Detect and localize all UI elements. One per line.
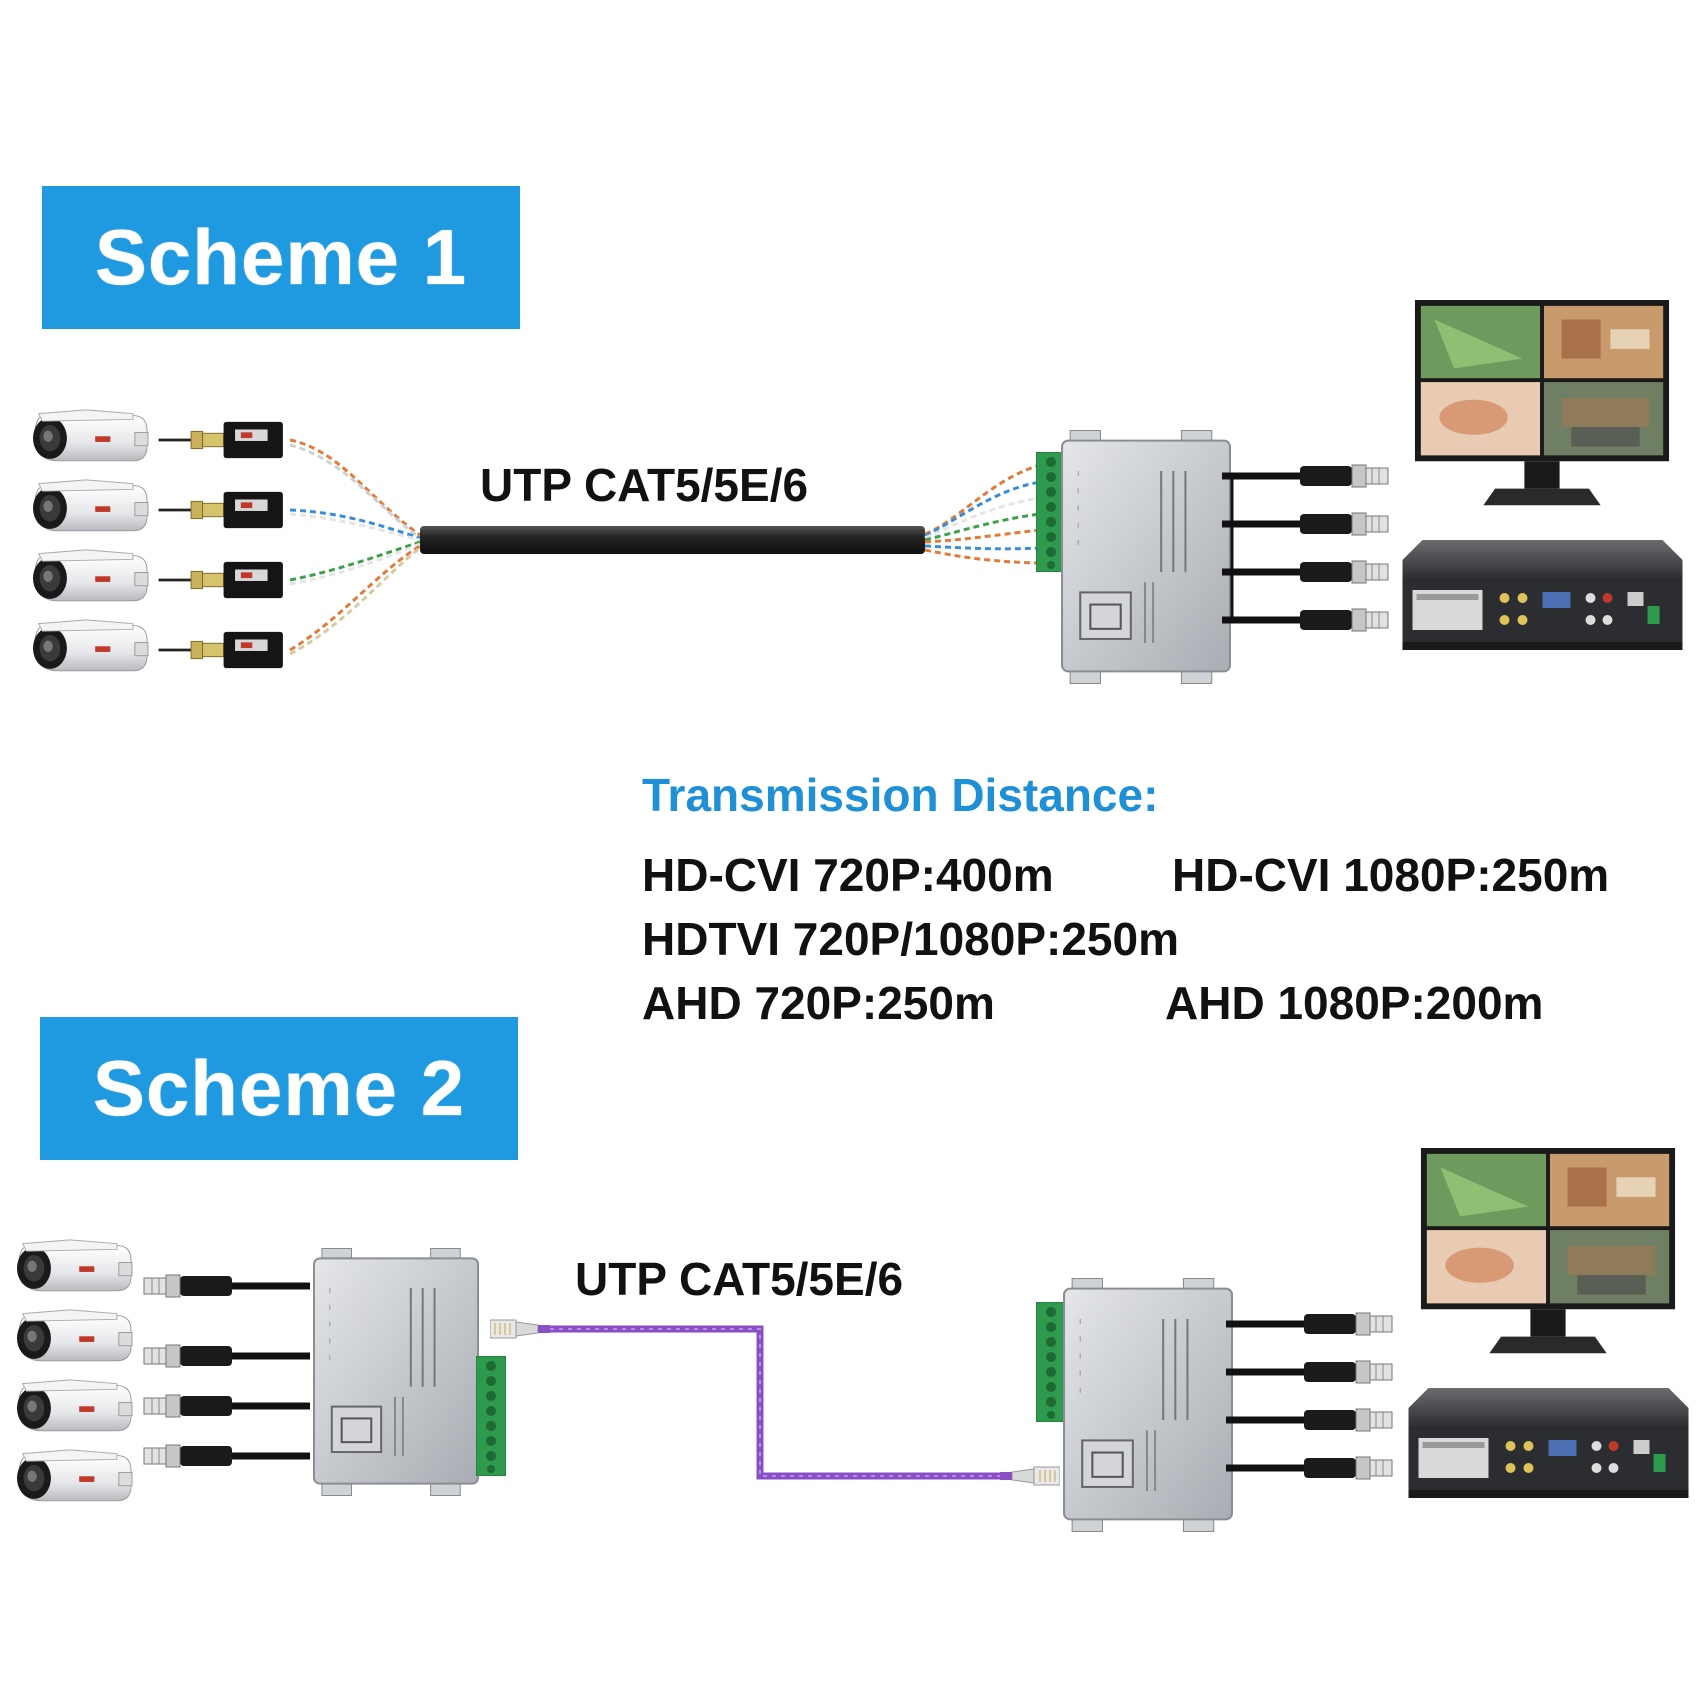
balun-icon (158, 420, 285, 460)
hub-icon (1060, 429, 1232, 685)
distance-line: HD-CVI 720P:400m (642, 849, 1054, 901)
terminal-block-icon (1036, 1302, 1066, 1422)
bullet-camera-icon (16, 1449, 133, 1502)
scheme-1-banner: Scheme 1 (42, 186, 520, 329)
rj45-plug-icon (490, 1319, 550, 1339)
scheme-2-banner: Scheme 2 (40, 1017, 518, 1160)
bnc-connector-icon (1226, 1361, 1392, 1383)
twisted-pairs-right (924, 463, 1041, 565)
distance-line: AHD 720P:250m (642, 977, 995, 1029)
dvr-icon (1402, 540, 1683, 650)
rj45-plug-icon (1000, 1466, 1060, 1486)
dvr-icon (1408, 1388, 1689, 1498)
monitor-icon (1420, 1148, 1676, 1354)
bnc-connector-icon (1222, 465, 1388, 487)
scheme-2-diagram (16, 1148, 1689, 1533)
scheme-1-diagram (32, 300, 1683, 685)
bullet-camera-icon (16, 1379, 133, 1432)
scheme-2-cable-label: UTP CAT5/5E/6 (575, 1253, 904, 1305)
distance-line: HD-CVI 1080P:250m (1172, 849, 1610, 901)
bullet-camera-icon (32, 409, 149, 462)
bullet-camera-icon (16, 1239, 133, 1292)
terminal-block-icon (476, 1356, 506, 1476)
twisted-pairs-left (289, 438, 421, 656)
bnc-connector-icon (144, 1395, 310, 1417)
distance-line: HDTVI 720P/1080P:250m (642, 913, 1179, 965)
bnc-connector-icon (144, 1345, 310, 1367)
scheme-2-title: Scheme 2 (92, 1044, 466, 1132)
purple-patch-cable (550, 1325, 1000, 1480)
bnc-connector-icon (144, 1275, 310, 1297)
bnc-connector-icon (1222, 609, 1388, 631)
bullet-camera-icon (32, 619, 149, 672)
balun-icon (158, 560, 285, 600)
bullet-camera-icon (32, 549, 149, 602)
hub-icon (312, 1247, 480, 1497)
bullet-camera-icon (32, 479, 149, 532)
bnc-connector-icon (1226, 1409, 1392, 1431)
bnc-connector-icon (1222, 513, 1388, 535)
utp-cable (420, 526, 925, 554)
hub-icon (1062, 1277, 1234, 1533)
bnc-connector-icon (144, 1445, 310, 1467)
balun-icon (158, 630, 285, 670)
monitor-icon (1414, 300, 1670, 506)
distance-line: AHD 1080P:200m (1165, 977, 1544, 1029)
balun-icon (158, 490, 285, 530)
bullet-camera-icon (16, 1309, 133, 1362)
bnc-connector-icon (1222, 561, 1388, 583)
scheme-1-cable-label: UTP CAT5/5E/6 (480, 459, 809, 511)
bnc-connector-icon (1226, 1457, 1392, 1479)
bnc-connector-icon (1226, 1313, 1392, 1335)
transmission-distance-title: Transmission Distance: (642, 769, 1159, 821)
scheme-1-title: Scheme 1 (94, 213, 468, 301)
